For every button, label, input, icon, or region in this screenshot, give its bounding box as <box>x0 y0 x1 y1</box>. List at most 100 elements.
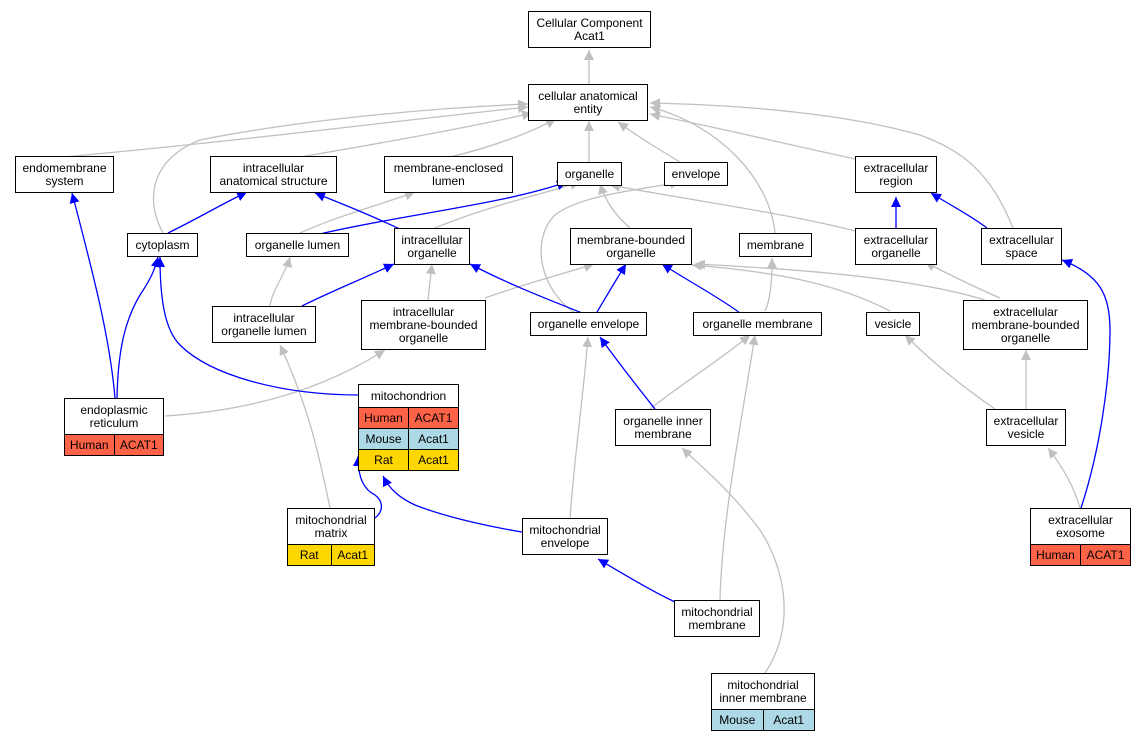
edge-er-cytoplasm <box>116 256 161 399</box>
node-organelle-inner-membrane[interactable]: organelle inner membrane <box>615 409 711 446</box>
edge-mim-oim <box>681 447 785 674</box>
species-cell: Mouse <box>359 429 408 449</box>
node-label: Cellular Component Acat1 <box>536 16 643 43</box>
node-organelle[interactable]: organelle <box>557 162 622 186</box>
gene-cell: ACAT1 <box>1080 545 1130 565</box>
edge-orglumen-organelle <box>319 180 568 235</box>
node-mitochondrial-matrix[interactable]: mitochondrial matrix Rat Acat1 <box>287 508 375 566</box>
node-extracellular-organelle[interactable]: extracellular organelle <box>855 228 937 265</box>
edge-orgmem-mbo <box>661 263 741 314</box>
node-organelle-envelope[interactable]: organelle envelope <box>530 312 647 336</box>
edge-orgmem-membrane <box>764 257 777 312</box>
node-label: membrane-bounded organelle <box>576 233 686 260</box>
edge-mitomem-mitoenv <box>597 558 676 603</box>
node-mitochondrion[interactable]: mitochondrion Human ACAT1 Mouse Acat1 Ra… <box>358 384 459 471</box>
node-envelope[interactable]: envelope <box>664 162 728 186</box>
edge-imbo-intraorg <box>425 263 436 301</box>
species-cell: Rat <box>288 545 331 565</box>
node-label: endoplasmic reticulum <box>80 403 148 430</box>
edge-imbo-mbo <box>484 262 595 299</box>
gene-cell: ACAT1 <box>113 435 163 455</box>
edge-ias-cae <box>299 110 533 158</box>
node-label: endomembrane system <box>22 161 107 188</box>
edge-ecspace-cae <box>649 98 1014 229</box>
node-mitochondrial-membrane[interactable]: mitochondrial membrane <box>674 600 760 637</box>
node-label: vesicle <box>874 317 912 331</box>
node-label: extracellular vesicle <box>993 414 1059 441</box>
edge-mel-cae <box>449 118 557 158</box>
node-label: extracellular organelle <box>863 233 929 260</box>
node-label: membrane-enclosed lumen <box>393 161 504 188</box>
node-extracellular-vesicle[interactable]: extracellular vesicle <box>986 409 1066 446</box>
edge-ecves-vesicle <box>904 334 996 410</box>
edge-intraorg-ias <box>314 192 403 231</box>
edge-exosome-ecves <box>1047 447 1081 509</box>
node-label: extracellular membrane-bounded organelle <box>971 305 1080 345</box>
node-extracellular-exosome[interactable]: extracellular exosome Human ACAT1 <box>1030 508 1131 566</box>
node-label: membrane <box>746 238 805 252</box>
edge-oim-orgmem <box>649 334 751 410</box>
node-label: intracellular organelle <box>401 233 463 260</box>
node-endomembrane-system[interactable]: endomembrane system <box>15 156 114 193</box>
annotation-row-rat: Rat Acat1 <box>288 544 374 565</box>
node-label: intracellular organelle lumen <box>221 311 307 338</box>
edge-exosome-ecspace <box>1061 259 1111 509</box>
node-label: cytoplasm <box>135 238 190 252</box>
node-cellular-anatomical-entity[interactable]: cellular anatomical entity <box>528 84 648 121</box>
edge-cytoplasm-ias <box>167 191 248 234</box>
node-extracellular-region[interactable]: extracellular region <box>855 156 937 193</box>
node-intracellular-organelle-lumen[interactable]: intracellular organelle lumen <box>212 306 316 343</box>
node-extracellular-space[interactable]: extracellular space <box>981 228 1062 265</box>
edge-mitomem-oim <box>719 334 759 601</box>
edge-mitomatrix-mito <box>353 455 383 519</box>
node-extracellular-membrane-bounded-organelle[interactable]: extracellular membrane-bounded organelle <box>963 300 1088 350</box>
node-label: mitochondrial membrane <box>681 605 753 632</box>
node-label: organelle membrane <box>702 317 813 331</box>
node-label: extracellular region <box>863 161 929 188</box>
species-cell: Human <box>1031 545 1080 565</box>
edge-ecregion-cae <box>649 111 861 161</box>
annotation-row-human: Human ACAT1 <box>1031 544 1130 565</box>
node-membrane[interactable]: membrane <box>739 233 812 257</box>
gene-cell: ACAT1 <box>408 408 458 428</box>
node-cytoplasm[interactable]: cytoplasm <box>127 233 198 257</box>
node-intracellular-organelle[interactable]: intracellular organelle <box>394 228 470 265</box>
node-organelle-membrane[interactable]: organelle membrane <box>693 312 822 336</box>
node-membrane-bounded-organelle[interactable]: membrane-bounded organelle <box>570 228 692 265</box>
node-label: organelle inner membrane <box>623 414 703 441</box>
edge-cytoplasm-cae <box>152 99 529 234</box>
edge-orgenv-envelope <box>540 179 681 314</box>
node-intracellular-membrane-bounded-organelle[interactable]: intracellular membrane-bounded organelle <box>361 300 486 350</box>
node-label: intracellular anatomical structure <box>219 161 328 188</box>
edge-orgenv-mbo <box>596 263 627 313</box>
node-organelle-lumen[interactable]: organelle lumen <box>246 233 349 257</box>
node-endoplasmic-reticulum[interactable]: endoplasmic reticulum Human ACAT1 <box>64 398 164 456</box>
edge-iol-intraorg <box>301 263 395 307</box>
node-label: mitochondrion <box>370 389 447 403</box>
edge-oim-orgenv <box>599 336 656 410</box>
node-label: mitochondrial inner membrane <box>719 678 807 705</box>
edge-ecmbo-ecorg <box>924 261 1001 299</box>
node-mitochondrial-envelope[interactable]: mitochondrial envelope <box>522 518 608 555</box>
annotation-row-human: Human ACAT1 <box>359 407 458 428</box>
node-membrane-enclosed-lumen[interactable]: membrane-enclosed lumen <box>384 156 513 193</box>
edge-mito-cytoplasm <box>155 256 361 396</box>
annotation-row-human: Human ACAT1 <box>65 434 163 455</box>
gene-cell: Acat1 <box>330 545 374 565</box>
species-cell: Mouse <box>712 710 763 730</box>
node-label: extracellular exosome <box>1048 513 1113 540</box>
edge-mitomatrix-iol <box>279 344 331 509</box>
annotation-row-mouse: Mouse Acat1 <box>359 428 458 449</box>
node-mitochondrial-inner-membrane[interactable]: mitochondrial inner membrane Mouse Acat1 <box>711 673 815 731</box>
node-label: envelope <box>671 167 721 181</box>
node-vesicle[interactable]: vesicle <box>866 312 920 336</box>
gene-cell: Acat1 <box>762 710 814 730</box>
edge-ecorg-organelle <box>609 181 871 236</box>
annotation-row-mouse: Mouse Acat1 <box>712 709 814 730</box>
gene-cell: Acat1 <box>408 429 458 449</box>
node-intracellular-anatomical-structure[interactable]: intracellular anatomical structure <box>210 156 337 193</box>
edge-vesicle-mbo <box>691 260 891 312</box>
node-cellular-component[interactable]: Cellular Component Acat1 <box>528 11 651 48</box>
node-label: mitochondrial envelope <box>529 523 601 550</box>
